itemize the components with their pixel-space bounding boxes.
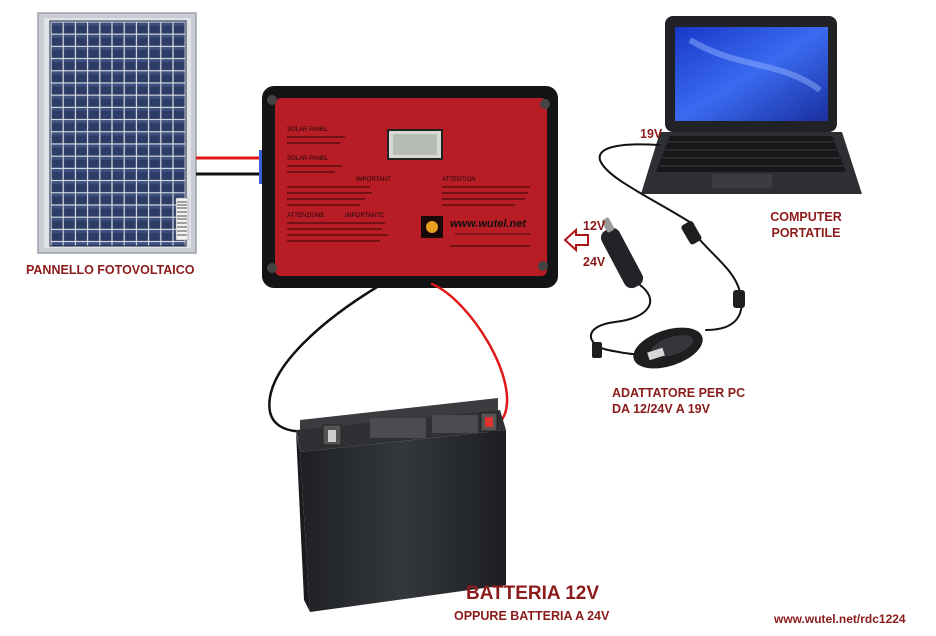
solar-panel-text: SOLAR PANEL — [287, 127, 329, 133]
computer-label-line2: PORTATILE — [771, 226, 841, 240]
computer-label: COMPUTER PORTATILE — [754, 209, 858, 241]
attenzione-text: ATTENZIONE — [287, 213, 325, 219]
battery-title: BATTERIA 12V — [466, 583, 600, 604]
voltage-19v-label: 19V — [640, 127, 663, 141]
battery — [296, 398, 506, 612]
panel-label: PANNELLO FOTOVOLTAICO — [26, 263, 195, 277]
computer-label-line1: COMPUTER — [770, 210, 842, 224]
adapter-label-line1: ADATTATORE PER PC — [612, 386, 746, 400]
laptop — [641, 16, 862, 194]
important-text: IMPORTANT — [356, 177, 391, 183]
adapter-label: ADATTATORE PER PC DA 12/24V A 19V — [612, 385, 745, 417]
adapter-parts — [592, 217, 745, 369]
adapter-label-line2: DA 12/24V A 19V — [612, 402, 710, 416]
solar-panel — [37, 12, 197, 254]
solar-panel-text-2: SOLAR PANEL — [287, 156, 329, 162]
footer-url: www.wutel.net/rdc1224 — [774, 612, 906, 626]
input-arrow — [563, 227, 589, 253]
importante-text: IMPORTANTE — [345, 213, 384, 219]
voltage-12v-label: 12V — [583, 219, 606, 233]
battery-subtitle: OPPURE BATTERIA A 24V — [454, 609, 610, 623]
brand-url-text: www.wutel.net — [450, 218, 527, 230]
voltage-24v-label: 24V — [583, 255, 606, 269]
panel-wires — [196, 150, 267, 184]
charge-controller: SOLAR PANEL SOLAR PANEL IMPORTANT ATTENT… — [262, 86, 558, 288]
attention-text: ATTENTION — [442, 177, 476, 183]
